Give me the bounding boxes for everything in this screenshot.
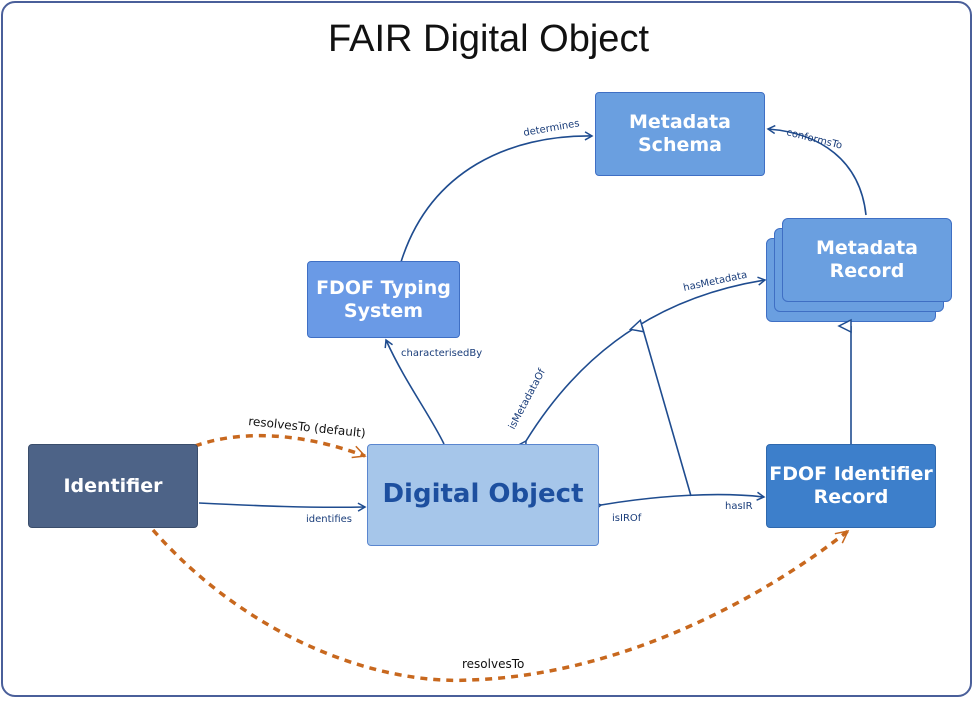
edge-label-is-ir-of: isIROf [612,513,642,524]
metadata-record-line2: Record [829,260,905,282]
edge-label-identifies: identifies [306,514,352,525]
metadata-schema-line2: Schema [638,134,722,156]
edge-has-ir [593,491,766,511]
edge-label-is-metadata-of: isMetadataOf [507,367,548,432]
edge-characterised-by [384,338,445,445]
identifier-record-line1: FDOF Identifier [769,463,933,486]
edge-label-conforms-to: conformsTo [785,127,843,151]
edge-resolves-to [151,528,850,683]
identifier-node: Identifier [28,444,198,528]
edge-determines [400,131,594,263]
typing-system-node: FDOF Typing System [307,261,460,338]
digital-object-label: Digital Object [382,479,584,510]
edge-label-has-metadata: hasMetadata [682,270,748,294]
edge-generalization-metadata [628,318,692,497]
metadata-record-line1: Metadata [815,237,919,260]
identifier-label: Identifier [63,474,163,497]
edge-has-metadata [518,276,767,450]
edge-label-characterised-by: characterisedBy [401,348,482,359]
diagram-title: FAIR Digital Object [328,18,649,60]
typing-system-line1: FDOF Typing [316,276,451,299]
edge-label-resolves-to: resolvesTo [462,657,524,671]
metadata-schema-line1: Metadata [628,111,732,134]
edge-label-has-ir: hasIR [725,501,753,512]
digital-object-node: Digital Object [367,444,599,546]
identifier-record-line2: Record [813,486,889,508]
edge-resolves-to-default [194,433,367,459]
metadata-schema-node: Metadata Schema [595,92,765,176]
identifier-record-node: FDOF Identifier Record [766,444,936,528]
edge-conforms-to [766,124,867,216]
metadata-record-node: Metadata Record [782,218,952,302]
edge-identifies [198,502,367,512]
typing-system-line2: System [343,299,424,322]
